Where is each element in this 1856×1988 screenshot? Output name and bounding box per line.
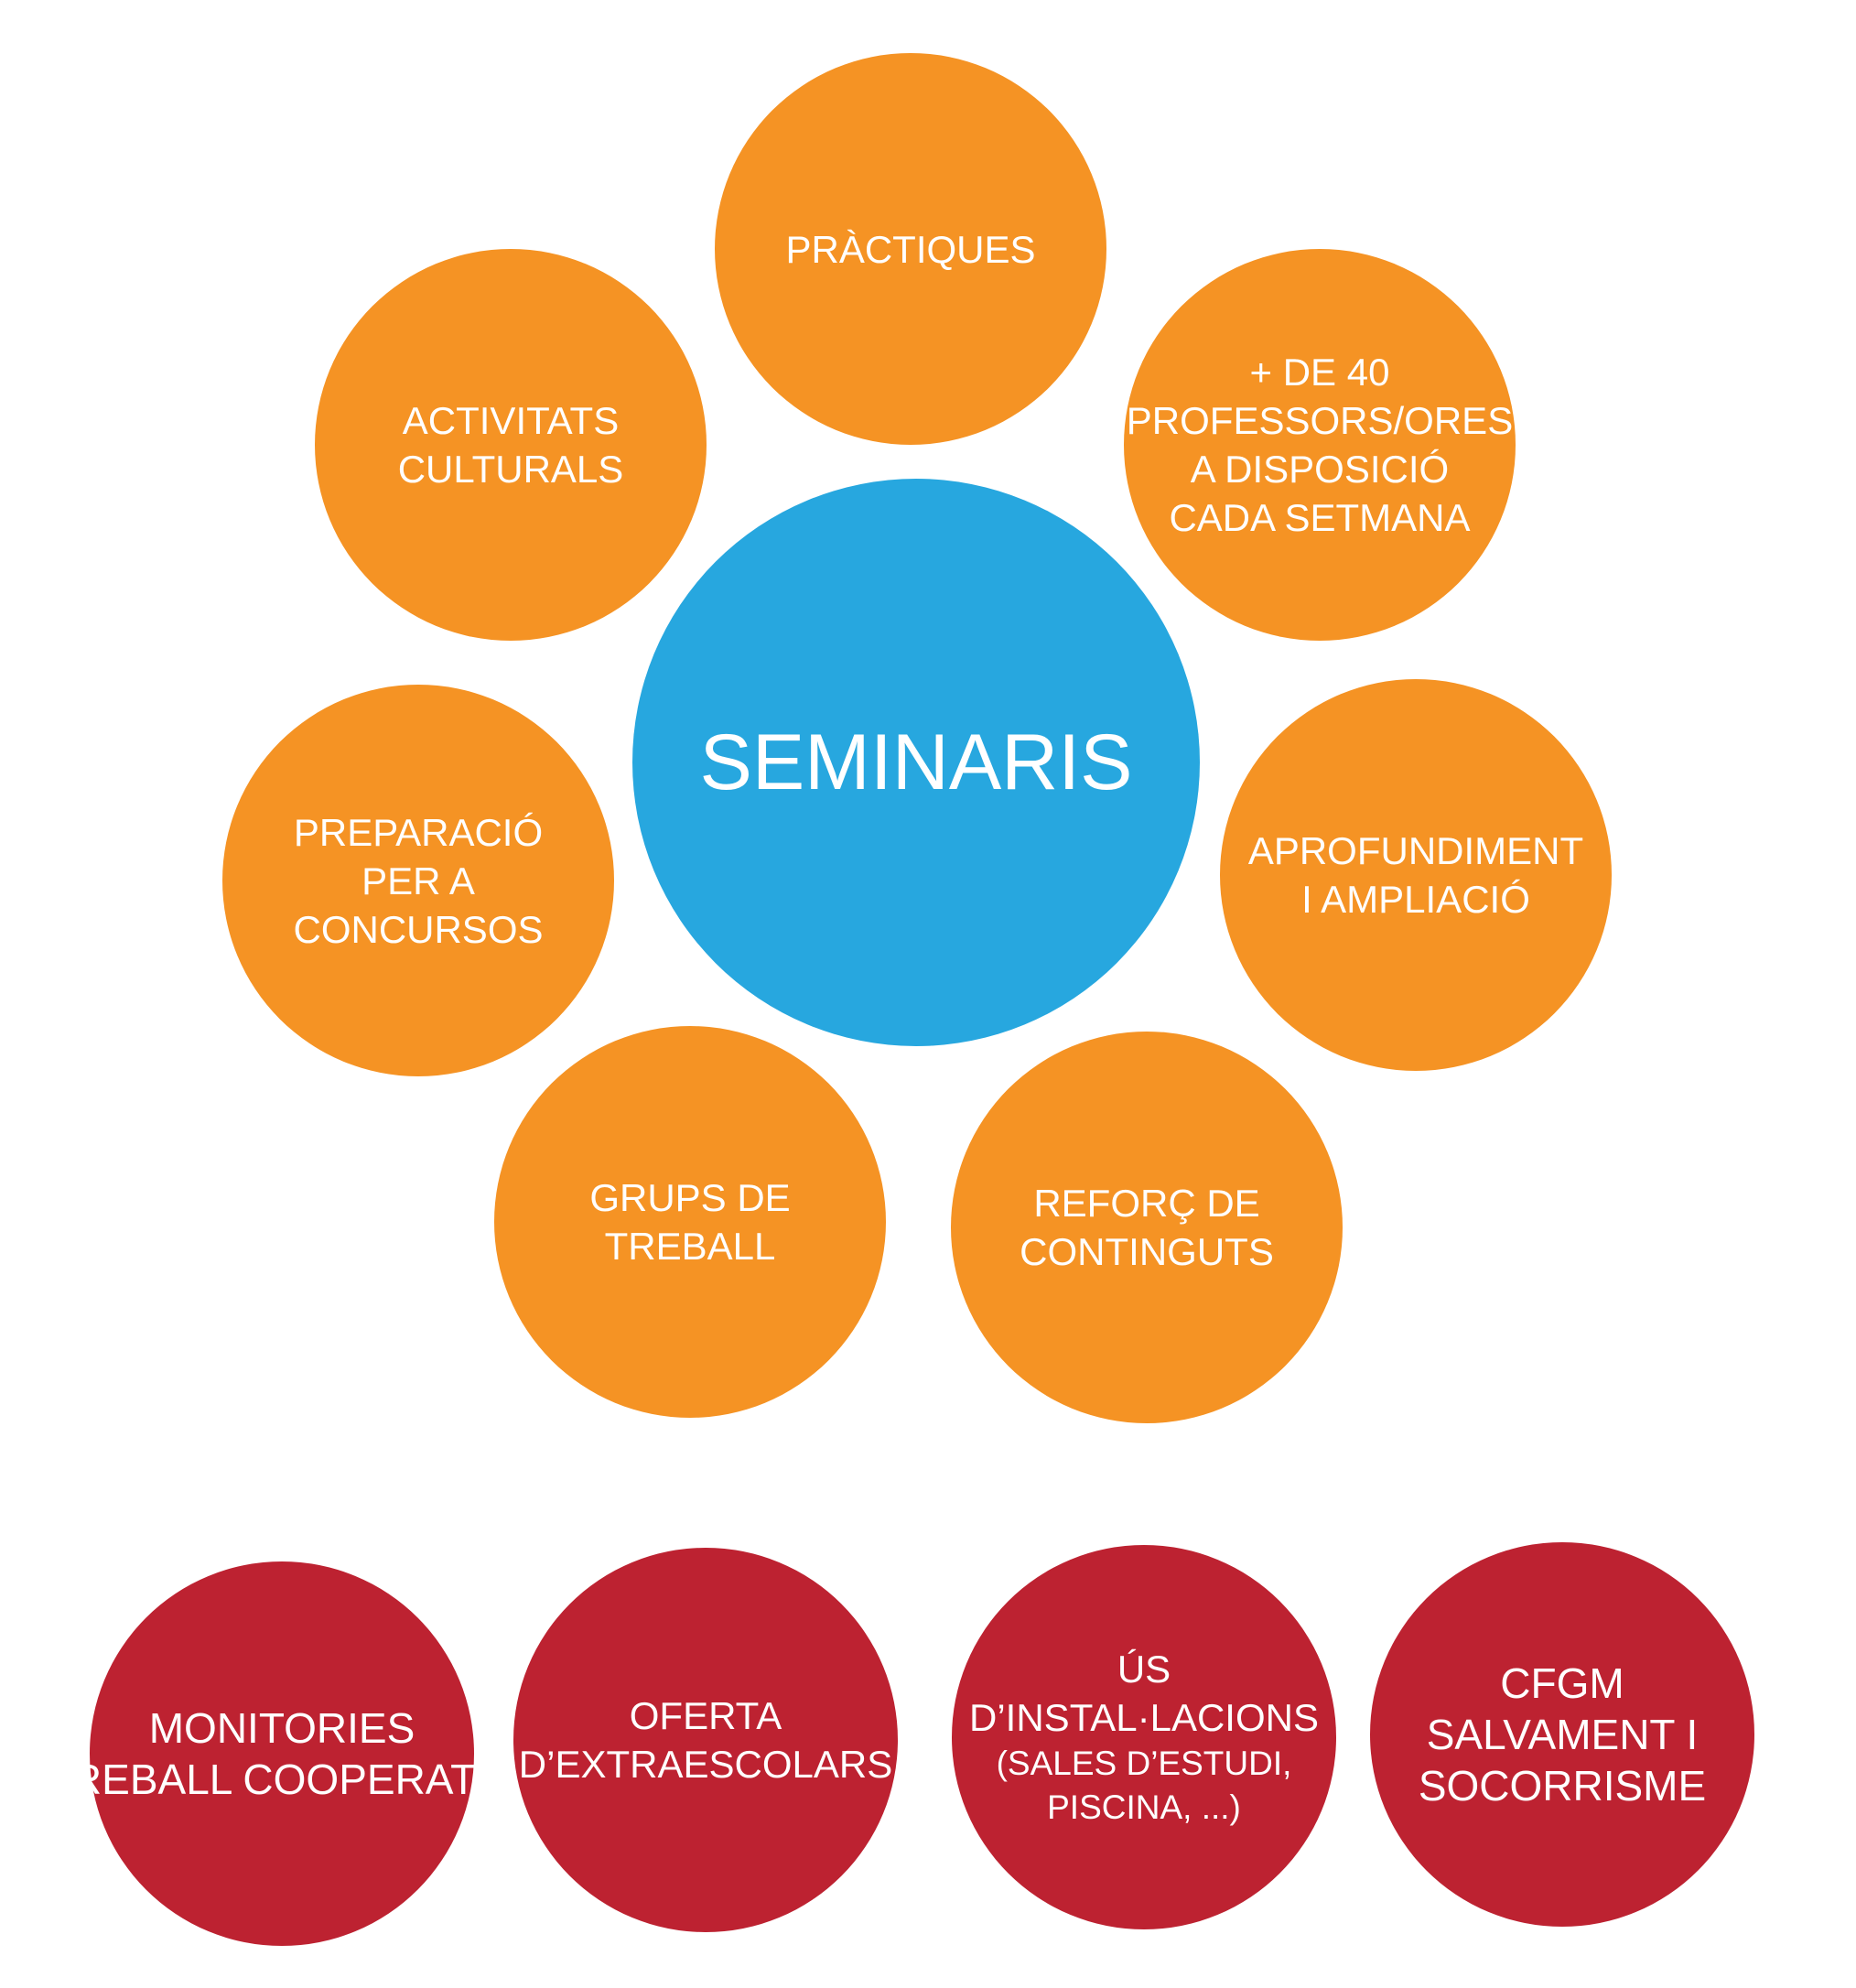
circle-label: CONTINGUTS	[1020, 1230, 1274, 1273]
circle-oferta-extraescolars: OFERTA D’EXTRAESCOLARS	[513, 1548, 898, 1932]
circle-monitories: MONITORIES (TREBALL COOPERATIU)	[32, 1561, 532, 1946]
circle-label: PER A	[361, 859, 475, 902]
circle-label: D’INSTAL·LACIONS	[969, 1696, 1319, 1739]
circle-label: SALVAMENT I	[1426, 1711, 1699, 1758]
circle-sublabel: (SALES D’ESTUDI,	[996, 1745, 1292, 1782]
circle-sublabel: PISCINA, ...)	[1047, 1788, 1241, 1826]
circle-label: CADA SETMANA	[1169, 496, 1471, 539]
circle-label: A DISPOSICIÓ	[1190, 448, 1450, 491]
circle-aprofundiment: APROFUNDIMENT I AMPLIACIÓ	[1220, 679, 1612, 1071]
circle-label: OFERTA	[629, 1694, 782, 1737]
circle-grups-treball: GRUPS DE TREBALL	[494, 1026, 886, 1418]
circle-activitats-culturals: ACTIVITATS CULTURALS	[315, 249, 707, 641]
circle-label: GRUPS DE	[589, 1176, 791, 1219]
circle-seminaris-center: SEMINARIS	[632, 479, 1200, 1046]
circle-label: ÚS	[1117, 1648, 1171, 1691]
circle-label: MONITORIES	[148, 1704, 415, 1752]
circle-label: PREPARACIÓ	[293, 810, 544, 854]
circle-label: TREBALL	[604, 1225, 776, 1268]
circle-professors: + DE 40 PROFESSORS/ORES A DISPOSICIÓ CAD…	[1124, 249, 1516, 641]
circle-label: PROFESSORS/ORES	[1126, 399, 1514, 442]
circle-label: CULTURALS	[397, 448, 624, 491]
circle-us-installacions: ÚS D’INSTAL·LACIONS (SALES D’ESTUDI, PIS…	[952, 1545, 1336, 1929]
circle-cfgm: CFGM SALVAMENT I SOCORRISME	[1370, 1542, 1754, 1927]
circle-practiques: PRÀCTIQUES	[715, 53, 1106, 445]
circle-label: I AMPLIACIÓ	[1301, 878, 1530, 921]
circle-label: APROFUNDIMENT	[1247, 829, 1584, 872]
circle-label: PRÀCTIQUES	[785, 227, 1036, 271]
circle-label: CONCURSOS	[293, 907, 544, 951]
center-label: SEMINARIS	[699, 718, 1133, 806]
circle-label: CFGM	[1500, 1659, 1624, 1707]
circle-label: + DE 40	[1249, 351, 1390, 394]
circle-label: REFORÇ DE	[1033, 1182, 1260, 1225]
circle-preparacio-concursos: PREPARACIÓ PER A CONCURSOS	[222, 685, 614, 1076]
circle-label: ACTIVITATS	[402, 399, 620, 442]
circle-reforc-continguts: REFORÇ DE CONTINGUTS	[951, 1032, 1343, 1423]
circle-label: D’EXTRAESCOLARS	[518, 1743, 893, 1786]
circle-label: SOCORRISME	[1418, 1762, 1707, 1810]
circle-sublabel: (TREBALL COOPERATIU)	[31, 1756, 533, 1803]
